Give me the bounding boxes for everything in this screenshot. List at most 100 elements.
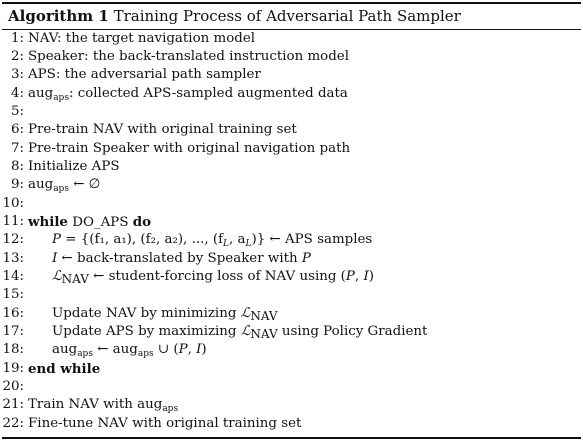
line-text-part: ← aug — [92, 342, 138, 358]
line-text-part: , — [354, 268, 364, 284]
loss-subscript: NAV — [250, 308, 278, 323]
aug-subscript: aps — [137, 349, 154, 360]
algorithm-line-14: 14: ℒNAV ← student-forcing loss of NAV u… — [0, 268, 583, 286]
line-number: 22: — [2, 415, 24, 431]
line-text-rest: ← ∅ — [68, 177, 101, 193]
top-rule — [2, 2, 581, 4]
keyword-do: do — [132, 213, 152, 230]
algorithm-line-19: 19: end while — [0, 360, 583, 378]
algorithm-line-16: 16: Update NAV by minimizing ℒNAV — [0, 305, 583, 323]
line-text-part: ) — [201, 342, 207, 358]
algorithm-line-21: 21: Train NAV with augaps — [0, 396, 583, 414]
aug-symbol: aug — [28, 85, 54, 101]
line-number: 6: — [10, 122, 24, 138]
algorithm-line-12: 12: P = {(f₁, a₁), (f₂, a₂), ..., (fL, a… — [0, 231, 583, 249]
algorithm-line-11: 11: while DO_APS do — [0, 213, 583, 231]
algorithm-line-3: 3: APS: the adversarial path sampler — [0, 66, 583, 84]
line-number: 11: — [2, 213, 24, 229]
line-text-part: ∪ ( — [153, 342, 179, 358]
line-text: P = {(f₁, a₁), (f₂, a₂), ..., (fL, aL)} … — [52, 231, 372, 249]
algorithm-line-22: 22: Fine-tune NAV with original training… — [0, 415, 583, 433]
aug-symbol: aug — [52, 342, 78, 358]
algorithm-line-2: 2: Speaker: the back-translated instruct… — [0, 48, 583, 66]
algorithm-line-7: 7: Pre-train Speaker with original navig… — [0, 140, 583, 158]
algorithm-label: Algorithm 1 — [8, 7, 109, 25]
algorithm-lines: 1: NAV: the target navigation model 2: S… — [0, 30, 583, 434]
line-text-part: Update NAV by minimizing — [52, 305, 241, 321]
algorithm-line-6: 6: Pre-train NAV with original training … — [0, 121, 583, 139]
line-number: 20: — [2, 379, 24, 395]
loss-symbol: ℒ — [52, 268, 62, 284]
algorithm-line-5: 5: — [0, 103, 583, 121]
line-text: while DO_APS do — [28, 213, 151, 232]
algorithm-line-18: 18: augaps ← augaps ∪ (P, I) — [0, 341, 583, 359]
line-number: 14: — [2, 268, 24, 284]
line-text: Speaker: the back-translated instruction… — [28, 48, 349, 64]
math-symbol: I — [363, 268, 369, 284]
line-text-rest: : collected APS-sampled augmented data — [68, 85, 348, 101]
keyword-end-while: end while — [28, 360, 101, 377]
aug-subscript: aps — [77, 349, 93, 360]
line-text: Update APS by maximizing ℒNAV using Poli… — [52, 323, 427, 341]
algorithm-line-10: 10: — [0, 195, 583, 213]
line-number: 12: — [2, 232, 24, 248]
line-text: end while — [28, 360, 100, 379]
line-number: 17: — [2, 324, 24, 339]
loss-subscript: NAV — [250, 327, 278, 341]
algorithm-line-9: 9: augaps ← ∅ — [0, 176, 583, 194]
math-symbol: I — [196, 342, 202, 358]
line-text-part: using Policy Gradient — [277, 324, 428, 339]
title-rule — [2, 29, 581, 30]
line-text-part: ← back-translated by Speaker with — [57, 250, 302, 266]
line-number: 2: — [10, 48, 24, 64]
aug-subscript: aps — [162, 404, 179, 415]
line-text: Initialize APS — [28, 158, 120, 174]
math-symbol: P — [52, 232, 62, 248]
line-number: 8: — [10, 158, 24, 174]
aug-symbol: aug — [28, 177, 54, 193]
line-text: APS: the adversarial path sampler — [28, 67, 261, 83]
loss-symbol: ℒ — [240, 305, 251, 321]
line-number: 13: — [2, 250, 24, 266]
aug-subscript: aps — [53, 184, 69, 195]
algorithm-line-17: 17: Update APS by maximizing ℒNAV using … — [0, 323, 583, 341]
line-text: ℒNAV ← student-forcing loss of NAV using… — [52, 268, 374, 286]
line-text: Pre-train Speaker with original navigati… — [28, 140, 351, 156]
line-number: 7: — [10, 140, 24, 156]
math-subscript: L — [245, 239, 252, 250]
loss-subscript: NAV — [61, 271, 89, 286]
math-subscript: L — [223, 239, 230, 250]
line-text-part: Train NAV with aug — [28, 397, 163, 413]
algorithm-line-13: 13: I ← back-translated by Speaker with … — [0, 250, 583, 268]
line-text-part: Update APS by maximizing — [52, 324, 241, 339]
line-number: 5: — [10, 103, 24, 119]
line-text: augaps ← augaps ∪ (P, I) — [52, 341, 207, 359]
line-text: Pre-train NAV with original training set — [28, 122, 297, 138]
line-number: 18: — [2, 342, 24, 358]
line-text: Update NAV by minimizing ℒNAV — [52, 305, 278, 323]
math-symbol: P — [301, 250, 311, 266]
line-text-part: , — [187, 342, 197, 358]
loss-symbol: ℒ — [240, 324, 251, 339]
line-number: 10: — [2, 195, 24, 211]
line-number: 19: — [2, 360, 24, 376]
keyword-while: while — [28, 213, 68, 230]
line-text-part: )} ← APS samples — [251, 232, 373, 248]
line-text: augaps: collected APS-sampled augmented … — [28, 85, 348, 103]
algorithm-line-20: 20: — [0, 378, 583, 396]
line-number: 1: — [10, 30, 24, 46]
line-number: 16: — [2, 305, 24, 321]
algorithm-title: Algorithm 1 Training Process of Adversar… — [8, 6, 461, 26]
algorithm-line-8: 8: Initialize APS — [0, 158, 583, 176]
line-text-part: , a — [229, 232, 246, 248]
algorithm-title-text: Training Process of Adversarial Path Sam… — [113, 7, 461, 25]
line-text: Fine-tune NAV with original training set — [28, 415, 302, 431]
line-number: 15: — [2, 287, 24, 303]
line-text-part: = {(f₁, a₁), (f₂, a₂), ..., (f — [61, 232, 224, 248]
math-symbol: I — [52, 250, 58, 266]
algorithm-line-4: 4: augaps: collected APS-sampled augment… — [0, 85, 583, 103]
aug-subscript: aps — [53, 92, 69, 103]
line-number: 4: — [10, 85, 24, 101]
loop-condition: DO_APS — [67, 214, 133, 230]
